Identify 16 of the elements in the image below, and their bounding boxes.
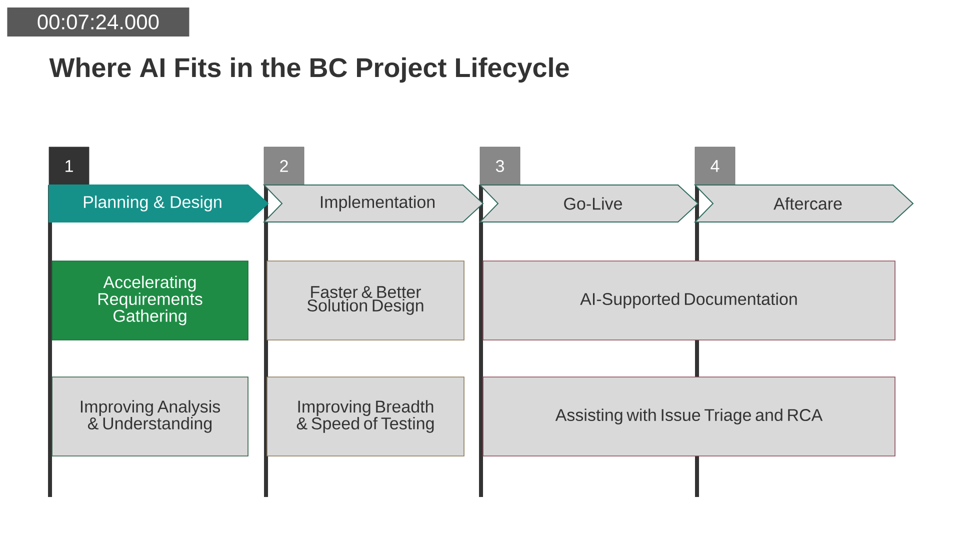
title: Where AI Fits in the BC Project Lifecycle (49, 57, 569, 83)
step-number-tab: 1 (48, 146, 90, 186)
step-number-tab: 3 (480, 146, 520, 186)
step-number-tab: 2 (264, 146, 304, 186)
activity-box: Improving Analysis & Understanding (52, 376, 248, 456)
phase-chevron: Implementation (262, 184, 484, 222)
activity-box: Accelerating Requirements Gathering (52, 260, 248, 340)
activity-box: Improving Breadth & Speed of Testing (266, 376, 464, 456)
phase-chevron: Go-Live (478, 184, 699, 222)
phase-chevron: Planning & Design (48, 184, 269, 222)
activity-box: Faster & Better Solution Design (266, 260, 464, 340)
timestamp: 00:07:24.000 (7, 8, 190, 36)
phase-chevron: Aftercare (694, 184, 914, 222)
step-number-tab: 4 (694, 146, 736, 186)
activity-box: AI-Supported Documentation (482, 260, 896, 340)
activity-box: Assisting with Issue Triage and RCA (482, 376, 896, 456)
